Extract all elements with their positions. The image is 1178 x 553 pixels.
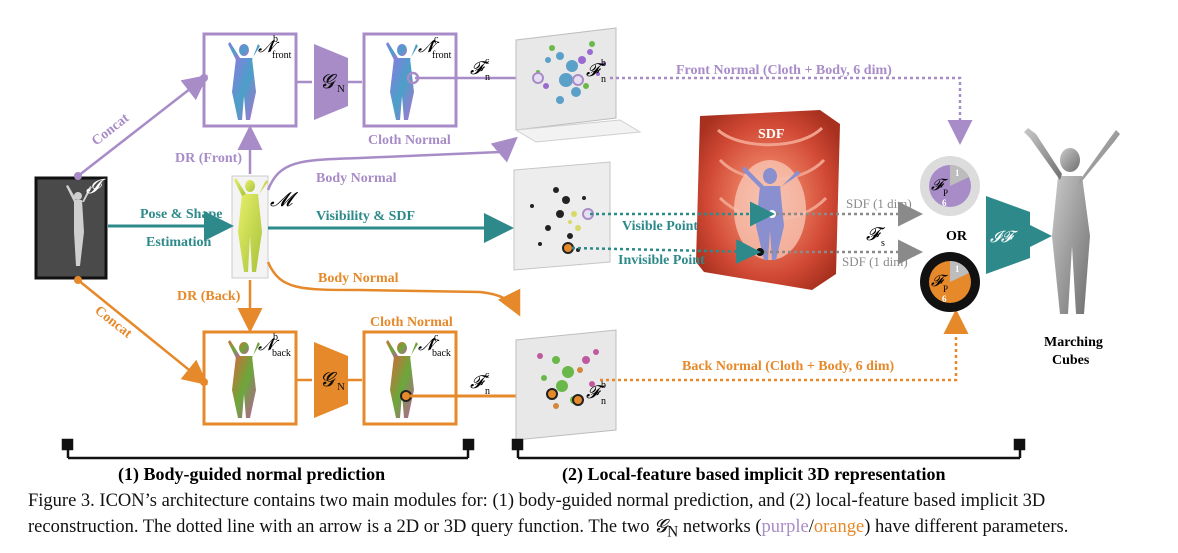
- fp-front-bottom: 6: [942, 198, 947, 208]
- f-sdf-sub: s: [881, 238, 885, 249]
- caption-gn-sub: N: [667, 523, 679, 541]
- caption-line-2-a: reconstruction. The dotted line with an …: [28, 517, 655, 537]
- back-point-cloud: 𝓕 b n: [515, 329, 617, 441]
- caption-slash: /: [808, 517, 814, 537]
- f-body-back-sup: b: [601, 380, 606, 391]
- visible-point-label: Visible Point: [622, 219, 698, 234]
- f-cloth-back-sub: n: [485, 386, 490, 397]
- implicit-function-block: 𝓘𝓕: [986, 196, 1052, 274]
- front-normal-label: Front Normal (Cloth + Body, 6 dim): [676, 63, 892, 78]
- n-front-body-sup: b: [273, 34, 278, 45]
- gn-front-sub: N: [337, 83, 345, 95]
- f-cloth-front-sup: c: [485, 56, 490, 67]
- output-human-mesh: [1024, 128, 1120, 314]
- sdf-volume: SDF: [696, 110, 840, 290]
- f-cloth-front-sub: n: [485, 72, 490, 83]
- n-front-body-sub: front: [272, 50, 292, 61]
- fp-front-top: 1: [955, 168, 960, 178]
- caption-line-2: reconstruction. The dotted line with an …: [28, 514, 1158, 546]
- concat-top-label: Concat: [89, 111, 132, 149]
- implicit-fn-symbol: 𝓘𝓕: [990, 229, 1019, 246]
- feature-disc-back: 𝓕 P 1 6: [920, 252, 980, 312]
- body-normal-top-label: Body Normal: [316, 171, 397, 186]
- dr-back-label: DR (Back): [177, 289, 241, 304]
- front-body-normal-box: 𝓝 b front: [202, 32, 298, 128]
- front-point-cloud: 𝓕 b n: [514, 27, 642, 143]
- dr-front-label: DR (Front): [175, 151, 242, 166]
- section-right-label: (2) Local-feature based implicit 3D repr…: [562, 464, 945, 485]
- figure-caption: Figure 3. ICON’s architecture contains t…: [28, 488, 1158, 546]
- invisible-point-label: Invisible Point: [618, 253, 705, 268]
- visibility-sdf-label: Visibility & SDF: [316, 209, 415, 224]
- caption-purple: purple: [761, 517, 809, 537]
- pose-shape-label: Pose & Shape: [140, 207, 222, 222]
- cubes-label: Cubes: [1052, 353, 1090, 368]
- section-left-label: (1) Body-guided normal prediction: [118, 464, 385, 485]
- cloth-normal-bottom-label: Cloth Normal: [370, 315, 453, 330]
- caption-orange: orange: [813, 517, 865, 537]
- f-body-back-sub: n: [601, 396, 606, 407]
- n-front-cloth-sub: front: [432, 50, 452, 61]
- sdf-dim-bottom-label: SDF (1 dim): [842, 254, 908, 269]
- section-bracket-left: [61, 438, 475, 460]
- back-normal-label: Back Normal (Cloth + Body, 6 dim): [682, 359, 894, 374]
- f-body-front-sup: b: [601, 58, 606, 69]
- back-body-normal-box: 𝓝 b back: [202, 330, 298, 426]
- estimation-label: Estimation: [146, 235, 212, 250]
- symbol-smpl-mesh: 𝓜: [270, 189, 299, 211]
- fp-back-sub: P: [943, 284, 948, 294]
- gn-back-symbol: 𝓖: [320, 369, 338, 391]
- n-back-cloth-sup: c: [434, 332, 439, 343]
- fp-front-sub: P: [943, 188, 948, 198]
- visibility-point-cloud: [513, 161, 611, 271]
- f-body-front-sub: n: [601, 74, 606, 85]
- fp-back-bottom: 6: [942, 294, 947, 304]
- connectors-left: [74, 74, 362, 386]
- smpl-mesh: 𝓜: [231, 175, 299, 279]
- n-front-cloth-sup: c: [434, 34, 439, 45]
- caption-line-2-b: networks (: [678, 517, 762, 537]
- fp-back-top: 1: [955, 264, 960, 274]
- gn-network-front: 𝓖 N: [314, 44, 348, 120]
- sdf-title: SDF: [758, 127, 784, 142]
- n-back-body-sub: back: [272, 348, 291, 359]
- front-cloth-normal-box: 𝓝̂ c front Cloth Normal: [362, 32, 458, 148]
- gn-front-symbol: 𝓖: [320, 71, 338, 93]
- body-normal-bottom-label: Body Normal: [318, 271, 399, 286]
- query-lines: [538, 76, 973, 382]
- f-cloth-back-sup: c: [485, 370, 490, 381]
- back-cloth-normal-box: 𝓝̂ c back Cloth Normal: [362, 315, 458, 426]
- cloth-normal-top-label: Cloth Normal: [368, 133, 451, 148]
- caption-gn-symbol: 𝓖: [654, 517, 668, 537]
- or-label: OR: [946, 229, 968, 244]
- input-person-icon: [66, 185, 92, 266]
- gn-network-back: 𝓖 N: [314, 342, 348, 418]
- feature-disc-front: 𝓕 P 1 6: [920, 156, 980, 216]
- section-bracket-right: [511, 438, 1026, 460]
- caption-line-1: Figure 3. ICON’s architecture contains t…: [28, 491, 1046, 511]
- n-back-cloth-sub: back: [432, 348, 451, 359]
- caption-line-2-c: ) have different parameters.: [864, 517, 1069, 537]
- gn-back-sub: N: [337, 381, 345, 393]
- sdf-dim-top-label: SDF (1 dim): [846, 196, 912, 211]
- marching-label: Marching: [1044, 335, 1103, 350]
- input-image: 𝓘: [34, 176, 108, 280]
- n-back-body-sup: b: [273, 332, 278, 343]
